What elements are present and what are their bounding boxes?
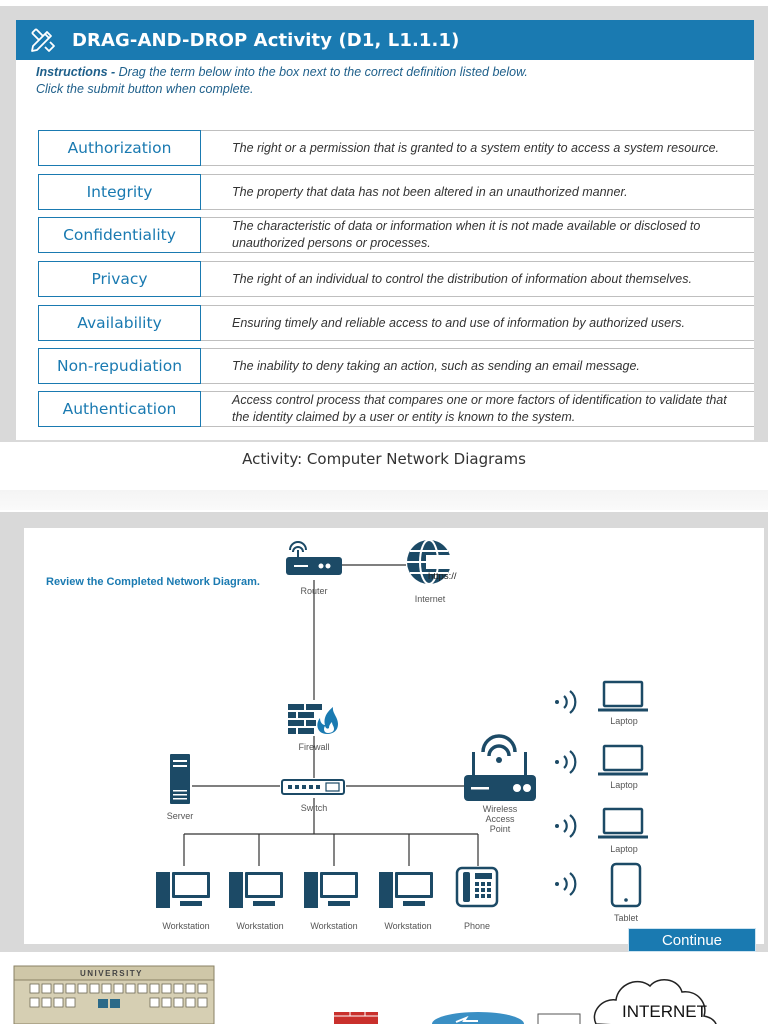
definition-box[interactable]: Ensuring timely and reliable access to a… (201, 305, 754, 341)
drag-drop-panel: DRAG-AND-DROP Activity (D1, L1.1.1) Inst… (0, 6, 768, 442)
definition-box[interactable]: Access control process that compares one… (201, 391, 754, 427)
server-icon (170, 754, 190, 804)
review-heading: Review the Completed Network Diagram. (46, 576, 260, 588)
continue-button[interactable]: Continue (628, 928, 756, 952)
network-image-preview: UNIVERSITY INTERNET (0, 952, 768, 1024)
definition-text: Access control process that compares one… (232, 393, 727, 424)
connection-lines (183, 564, 479, 866)
firewall-icon (334, 1012, 378, 1024)
activity-title: DRAG-AND-DROP Activity (D1, L1.1.1) (72, 29, 460, 51)
definition-box[interactable]: The characteristic of data or informatio… (201, 217, 754, 253)
network-diagram-card: Review the Completed Network Diagram. Ro… (24, 528, 764, 952)
definition-box[interactable]: The right of an individual to control th… (201, 261, 754, 297)
wireless-router-icon (464, 734, 536, 801)
workstation-label: Workstation (236, 921, 284, 931)
internet-cloud-label: INTERNET (622, 1002, 707, 1021)
definition-text: The property that data has not been alte… (232, 184, 628, 199)
wap-label: Wireless Access Point (472, 804, 528, 834)
workstation-label: Workstation (162, 921, 210, 931)
drag-drop-card: DRAG-AND-DROP Activity (D1, L1.1.1) Inst… (16, 20, 754, 440)
laptop-label: Laptop (610, 780, 638, 790)
router-icon (286, 541, 342, 575)
tablet-icon (610, 862, 642, 908)
wap-label-line2: Access (485, 814, 515, 824)
switch-icon (281, 779, 345, 795)
university-building-icon (13, 965, 215, 1024)
https-label: https:// (428, 571, 457, 582)
pencil-ruler-icon (31, 28, 55, 52)
tablet-label: Tablet (613, 913, 639, 923)
definition-text: The right or a permission that is grante… (232, 140, 720, 155)
workstation-icon (156, 872, 210, 908)
workstation-icon (229, 872, 283, 908)
wifi-signal-icon (555, 690, 577, 896)
term-authorization[interactable]: Authorization (38, 130, 201, 166)
term-availability[interactable]: Availability (38, 305, 201, 341)
term-authentication[interactable]: Authentication (38, 391, 201, 427)
definition-text: The right of an individual to control th… (232, 271, 692, 286)
definition-box[interactable]: The property that data has not been alte… (201, 174, 754, 210)
term-privacy[interactable]: Privacy (38, 261, 201, 297)
definition-box[interactable]: The inability to deny taking an action, … (201, 348, 754, 384)
instructions: Instructions - Drag the term below into … (36, 64, 736, 98)
instructions-line2: Click the submit button when complete. (36, 82, 254, 96)
router-icon (432, 1012, 524, 1024)
instructions-label: Instructions - (36, 65, 116, 79)
instructions-line1: Drag the term below into the box next to… (118, 65, 528, 79)
phone-label: Phone (463, 921, 491, 931)
network-diagram (156, 539, 648, 908)
activity-caption: Activity: Computer Network Diagrams (242, 450, 526, 468)
wap-label-line1: Wireless (482, 804, 518, 814)
definition-text: Ensuring timely and reliable access to a… (232, 315, 686, 330)
laptop-icon (598, 807, 648, 839)
network-illustration (13, 965, 717, 1024)
globe-icon (407, 539, 466, 585)
firewall-icon (288, 704, 338, 734)
laptop-label: Laptop (610, 844, 638, 854)
term-integrity[interactable]: Integrity (38, 174, 201, 210)
phone-icon (455, 866, 499, 908)
laptop-label: Laptop (610, 716, 638, 726)
ids-box-icon (537, 1013, 581, 1024)
laptop-icon (598, 744, 648, 776)
term-non-repudiation[interactable]: Non-repudiation (38, 348, 201, 384)
wap-label-line3: Point (489, 824, 511, 834)
cloud-icon (593, 979, 717, 1024)
definition-text: The characteristic of data or informatio… (232, 219, 701, 250)
switch-label: Switch (300, 803, 328, 813)
section-divider (0, 490, 768, 510)
laptop-icon (598, 680, 648, 712)
firewall-label: Firewall (298, 742, 330, 752)
workstation-icon (304, 872, 358, 908)
workstation-label: Workstation (310, 921, 358, 931)
definition-text: The inability to deny taking an action, … (232, 358, 640, 373)
network-diagram-panel: Review the Completed Network Diagram. Ro… (0, 512, 768, 952)
workstation-label: Workstation (384, 921, 432, 931)
university-sign: UNIVERSITY (80, 969, 144, 978)
router-label: Router (300, 586, 328, 596)
server-label: Server (166, 811, 194, 821)
definition-box[interactable]: The right or a permission that is grante… (201, 130, 754, 166)
activity-header: DRAG-AND-DROP Activity (D1, L1.1.1) (16, 20, 754, 60)
workstation-icon (379, 872, 433, 908)
internet-label: Internet (414, 594, 446, 604)
term-confidentiality[interactable]: Confidentiality (38, 217, 201, 253)
